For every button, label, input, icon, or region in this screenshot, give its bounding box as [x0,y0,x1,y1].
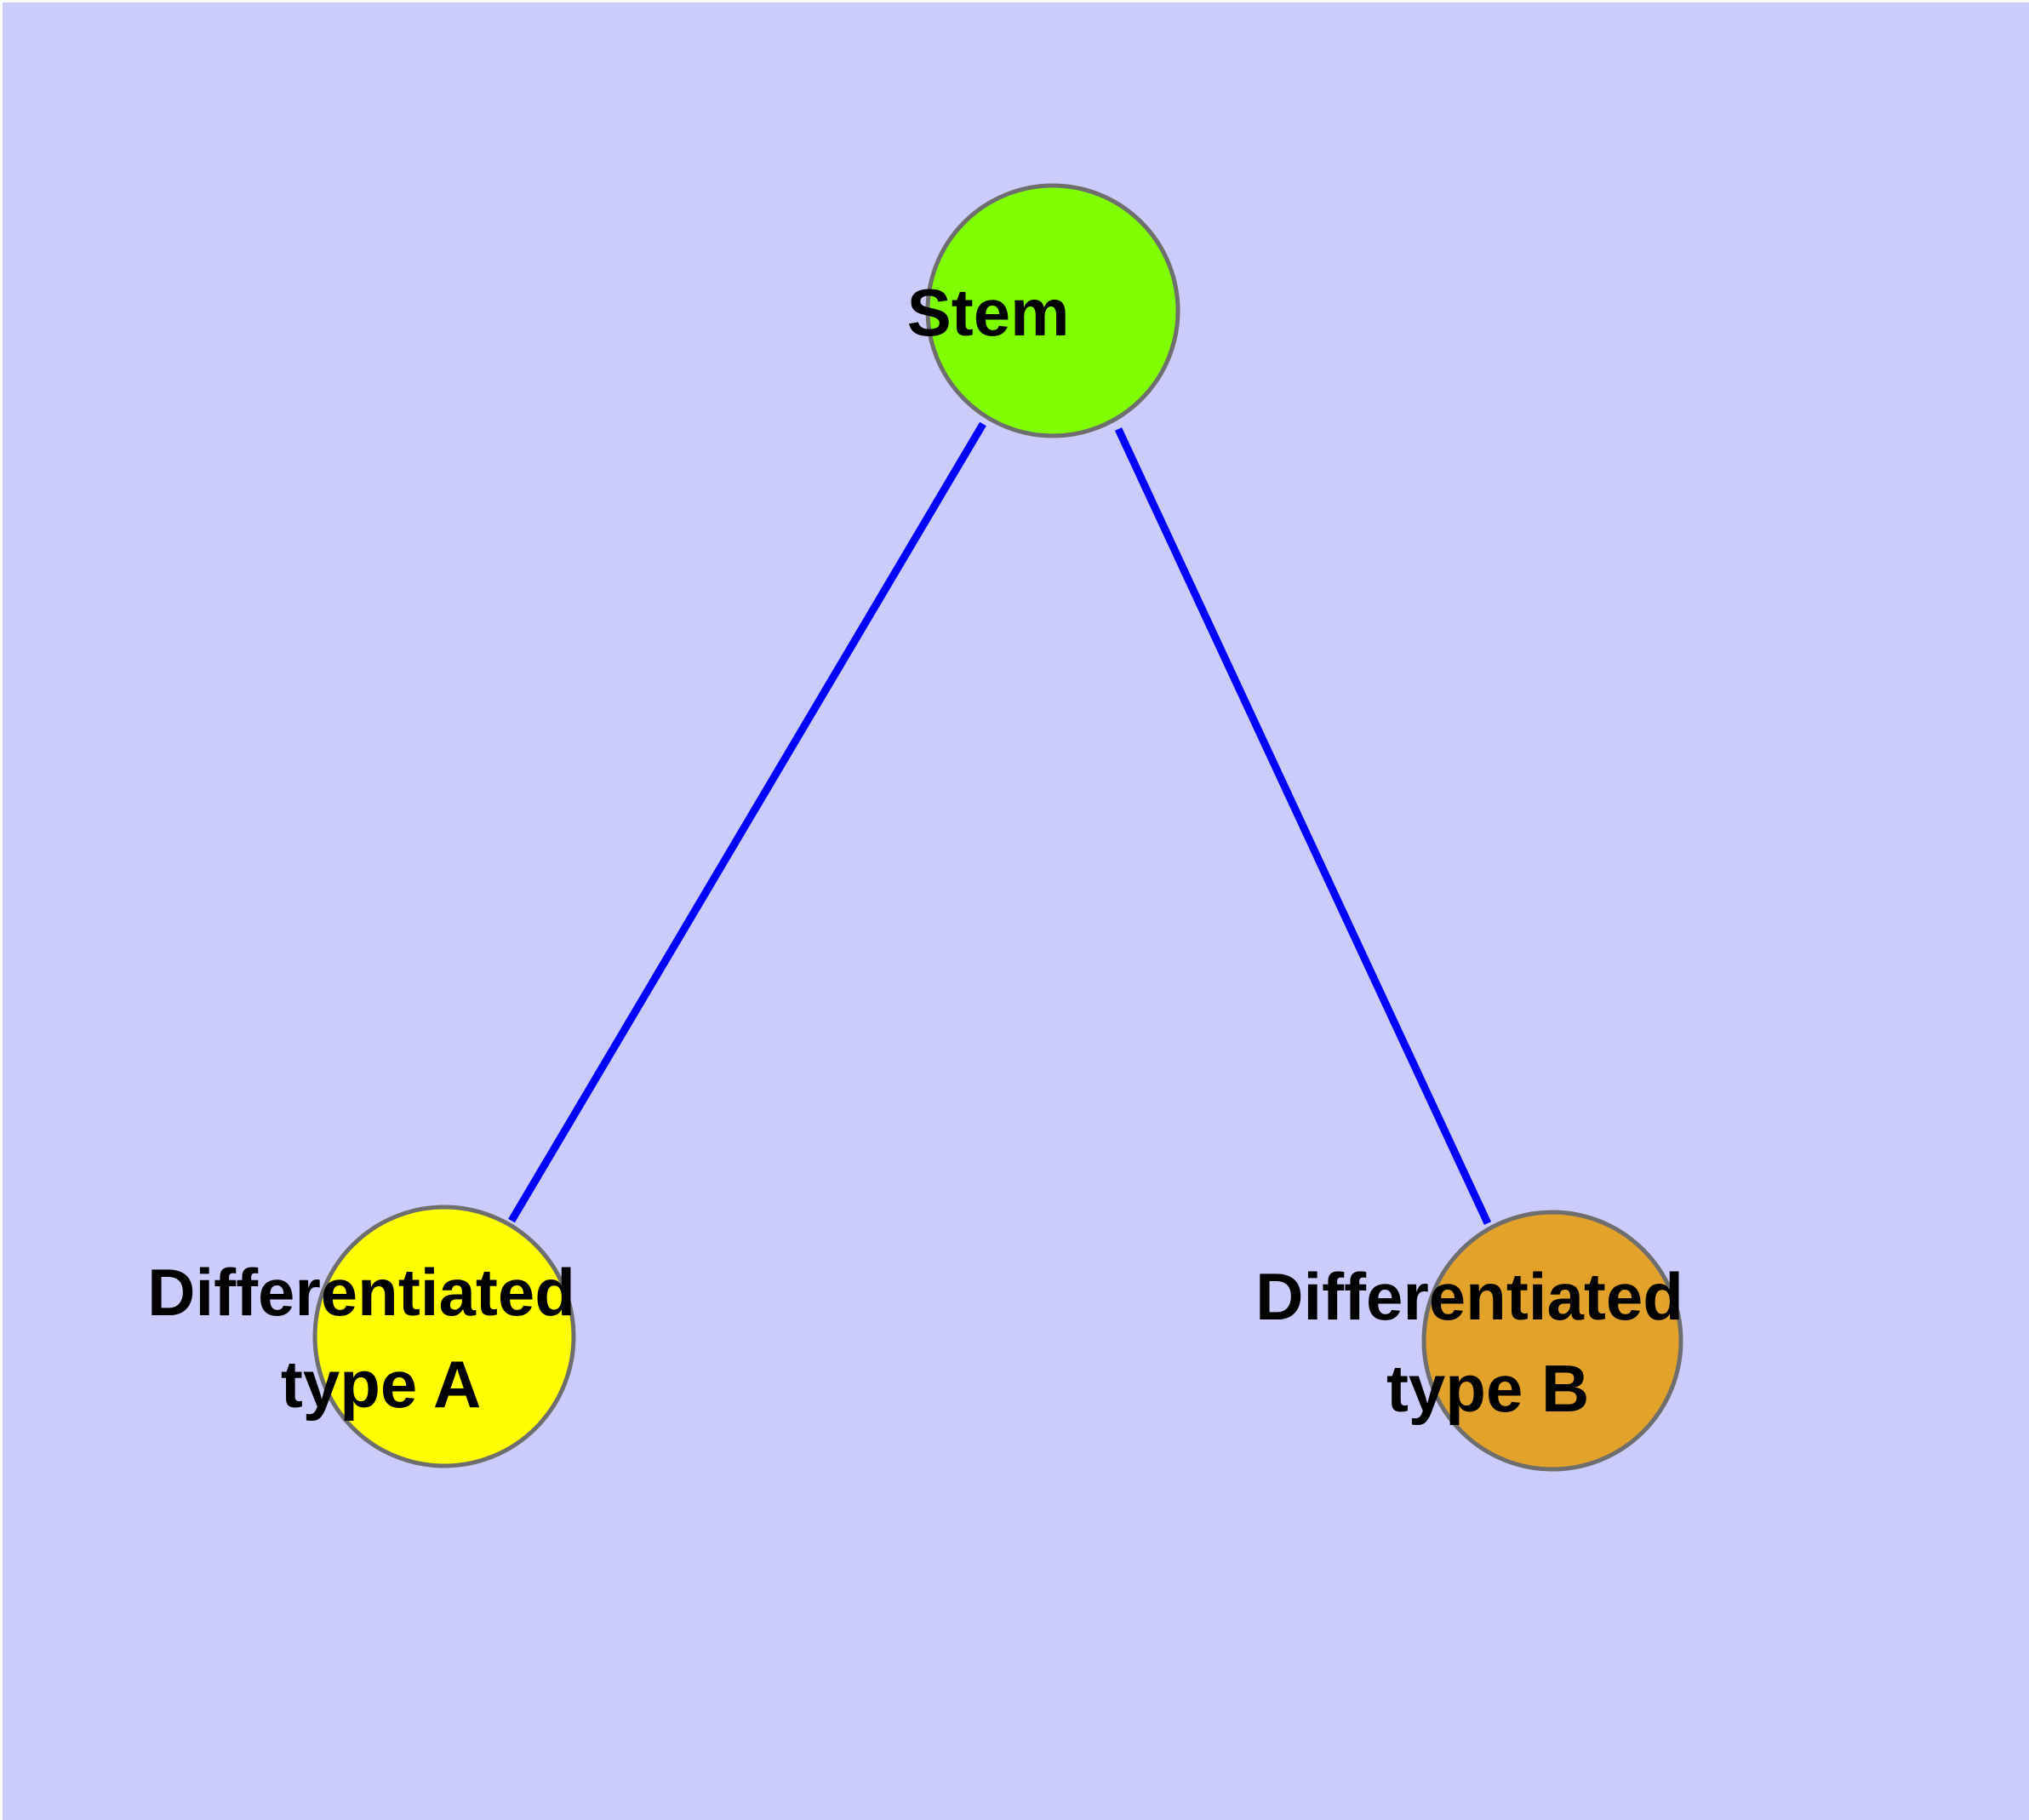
edge-layer [508,421,1492,1225]
edge-stem-to-differentiated-type-a[interactable] [508,421,986,1223]
node-label-line-2: type B [1386,1351,1589,1426]
node-label-line-1: Differentiated [147,1255,575,1330]
node-differentiated-type-a[interactable]: Differentiated type A [147,1205,741,1468]
node-circle-stem[interactable] [925,183,1180,438]
node-label-line-2: type A [281,1347,480,1422]
node-circle-differentiated-type-b[interactable] [1421,1210,1683,1472]
node-label-differentiated-type-b: Differentiated type B [1255,1259,1849,1426]
node-label-line-1: Differentiated [1255,1259,1683,1334]
node-label-stem: Stem [907,268,1198,350]
edge-stem-to-differentiated-type-b[interactable] [1114,427,1492,1225]
node-circle-differentiated-type-a[interactable] [312,1205,576,1468]
node-stem[interactable]: Stem [907,183,1198,438]
node-differentiated-type-b[interactable]: Differentiated type B [1255,1210,1849,1472]
node-label-line-1: Stem [907,275,1070,350]
node-label-differentiated-type-a: Differentiated type A [147,1255,741,1422]
